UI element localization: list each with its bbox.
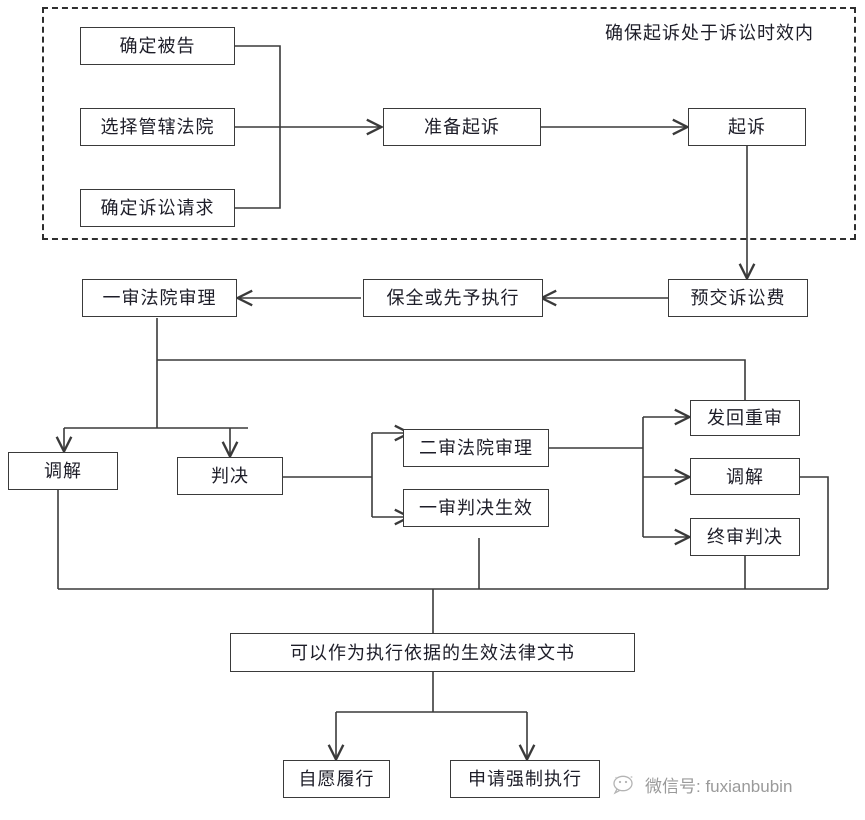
node-prepare-suit[interactable]: 准备起诉 — [383, 108, 541, 146]
node-file-suit[interactable]: 起诉 — [688, 108, 806, 146]
node-determine-claims[interactable]: 确定诉讼请求 — [80, 189, 235, 227]
wechat-icon — [613, 775, 633, 795]
node-first-judgment-effective[interactable]: 一审判决生效 — [403, 489, 549, 527]
node-mediation-second[interactable]: 调解 — [690, 458, 800, 495]
node-second-instance-trial[interactable]: 二审法院审理 — [403, 429, 549, 467]
watermark: 微信号: fuxianbubin — [612, 772, 792, 797]
node-preservation[interactable]: 保全或先予执行 — [363, 279, 543, 317]
node-choose-court[interactable]: 选择管辖法院 — [80, 108, 235, 146]
group-caption: 确保起诉处于诉讼时效内 — [605, 23, 814, 43]
node-mediation-first[interactable]: 调解 — [8, 452, 118, 490]
node-prepay-fee[interactable]: 预交诉讼费 — [668, 279, 808, 317]
node-remand-retrial[interactable]: 发回重审 — [690, 400, 800, 436]
node-apply-enforcement[interactable]: 申请强制执行 — [450, 760, 600, 798]
node-first-instance-trial[interactable]: 一审法院审理 — [82, 279, 237, 317]
node-final-judgment[interactable]: 终审判决 — [690, 518, 800, 556]
watermark-label: 微信号: fuxianbubin — [645, 777, 793, 796]
node-judgment[interactable]: 判决 — [177, 457, 283, 495]
node-voluntary-performance[interactable]: 自愿履行 — [283, 760, 390, 798]
prelitigation-group-region — [42, 7, 856, 240]
node-enforceable-document[interactable]: 可以作为执行依据的生效法律文书 — [230, 633, 635, 672]
node-determine-defendant[interactable]: 确定被告 — [80, 27, 235, 65]
